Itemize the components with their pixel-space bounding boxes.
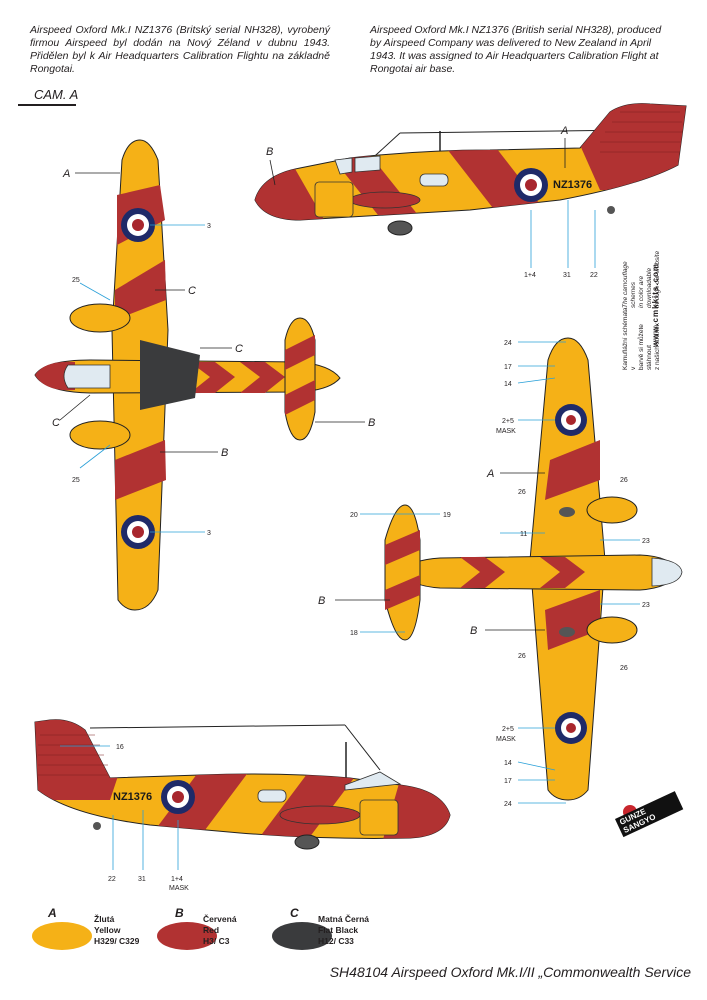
callout-24-a: 24 <box>504 340 512 347</box>
callout-26-c: 26 <box>518 653 526 660</box>
callout-26-b: 26 <box>620 477 628 484</box>
callout-19: 19 <box>443 512 451 519</box>
legend-b-swatch <box>157 922 217 950</box>
product-title: SH48104 Airspeed Oxford Mk.I/II „Commonw… <box>329 964 691 980</box>
callout-lines-blue <box>60 200 640 870</box>
legend-c-en: Flat Black <box>318 925 359 935</box>
legend-a-code: H329/ C329 <box>94 936 140 946</box>
legend-b-cz: Červená <box>203 914 237 924</box>
serial-upper-side: NZ1376 <box>553 179 592 191</box>
gunze-sangyo-logo: GUNZE SANGYO <box>615 791 684 845</box>
callout-23-b: 23 <box>642 602 650 609</box>
callout-25-b: 25 <box>72 477 80 484</box>
callout-1-4-upper: 1+4 <box>524 272 536 279</box>
callout-3-a: 3 <box>207 223 211 230</box>
callout-2-5-a: 2+5 <box>502 418 514 425</box>
callout-b-bottom-1: B <box>318 595 325 607</box>
callout-labels: A C C C B B B A A B B 3 3 25 25 1+4 31 2… <box>52 125 650 892</box>
website-link[interactable]: www.cmkkits.com <box>651 262 660 348</box>
legend-c-cz: Matná Černá <box>318 914 370 924</box>
callout-17-b: 17 <box>504 778 512 785</box>
legend-a-en: Yellow <box>94 925 121 935</box>
callout-c-2: C <box>235 343 243 355</box>
legend-b-letter: B <box>175 906 184 920</box>
intro-text-czech: Airspeed Oxford Mk.I NZ1376 (Britský ser… <box>30 24 330 75</box>
callout-1-4-lower: 1+4 <box>171 876 183 883</box>
legend-c-letter: C <box>290 906 299 920</box>
callout-26-d: 26 <box>620 665 628 672</box>
top-view <box>34 139 341 611</box>
legend-b-en: Red <box>203 925 220 935</box>
legend-c-swatch <box>272 922 332 950</box>
side-view-lower: NZ1376 <box>34 719 451 850</box>
callout-25-a: 25 <box>72 277 80 284</box>
callout-b-top-2: B <box>368 417 375 429</box>
note-en-line-1: The camouflage schemes <box>622 261 637 308</box>
callout-a-side: A <box>560 125 568 137</box>
legend-c-code: H12/ C33 <box>318 936 354 946</box>
callout-3-b: 3 <box>207 530 211 537</box>
intro-text-english: Airspeed Oxford Mk.I NZ1376 (British ser… <box>370 24 662 75</box>
callout-b-side: B <box>266 146 273 158</box>
note-cz-line-1: Kamuflážní schémata v <box>622 307 637 370</box>
callout-17-a: 17 <box>504 364 512 371</box>
callout-24-b: 24 <box>504 801 512 808</box>
callout-16: 16 <box>116 744 124 751</box>
callout-mask-b: MASK <box>496 736 516 743</box>
camouflage-label: CAM. A <box>34 87 79 102</box>
callout-lines-black <box>59 138 566 631</box>
bottom-view <box>384 337 683 801</box>
callout-31-upper: 31 <box>563 272 571 279</box>
callout-c-1: C <box>188 285 196 297</box>
callout-22-upper: 22 <box>590 272 598 279</box>
callout-b-top-1: B <box>221 447 228 459</box>
camouflage-label-underline <box>18 104 76 106</box>
callout-23-a: 23 <box>642 538 650 545</box>
side-view-upper: NZ1376 <box>254 103 687 236</box>
callout-c-3: C <box>52 417 60 429</box>
callout-18: 18 <box>350 630 358 637</box>
callout-a-bottom: A <box>486 468 494 480</box>
legend-a-swatch <box>32 922 92 950</box>
callout-b-bottom-2: B <box>470 625 477 637</box>
callout-14-b: 14 <box>504 760 512 767</box>
callout-22-lower: 22 <box>108 876 116 883</box>
callout-31-lower: 31 <box>138 876 146 883</box>
legend-a-letter: A <box>48 906 57 920</box>
download-note: Kamuflážní schémata v barvě si můžete st… <box>622 240 682 370</box>
callout-mask-a: MASK <box>496 428 516 435</box>
serial-lower-side: NZ1376 <box>113 791 152 803</box>
callout-11: 11 <box>520 531 527 538</box>
legend-a-cz: Žlutá <box>94 914 115 924</box>
callout-a-top: A <box>62 168 70 180</box>
callout-20: 20 <box>350 512 358 519</box>
callout-mask-c: MASK <box>169 885 189 892</box>
legend-b-code: H3/ C3 <box>203 936 230 946</box>
callout-14-a: 14 <box>504 381 512 388</box>
callout-2-5-b: 2+5 <box>502 726 514 733</box>
callout-26-a: 26 <box>518 489 526 496</box>
